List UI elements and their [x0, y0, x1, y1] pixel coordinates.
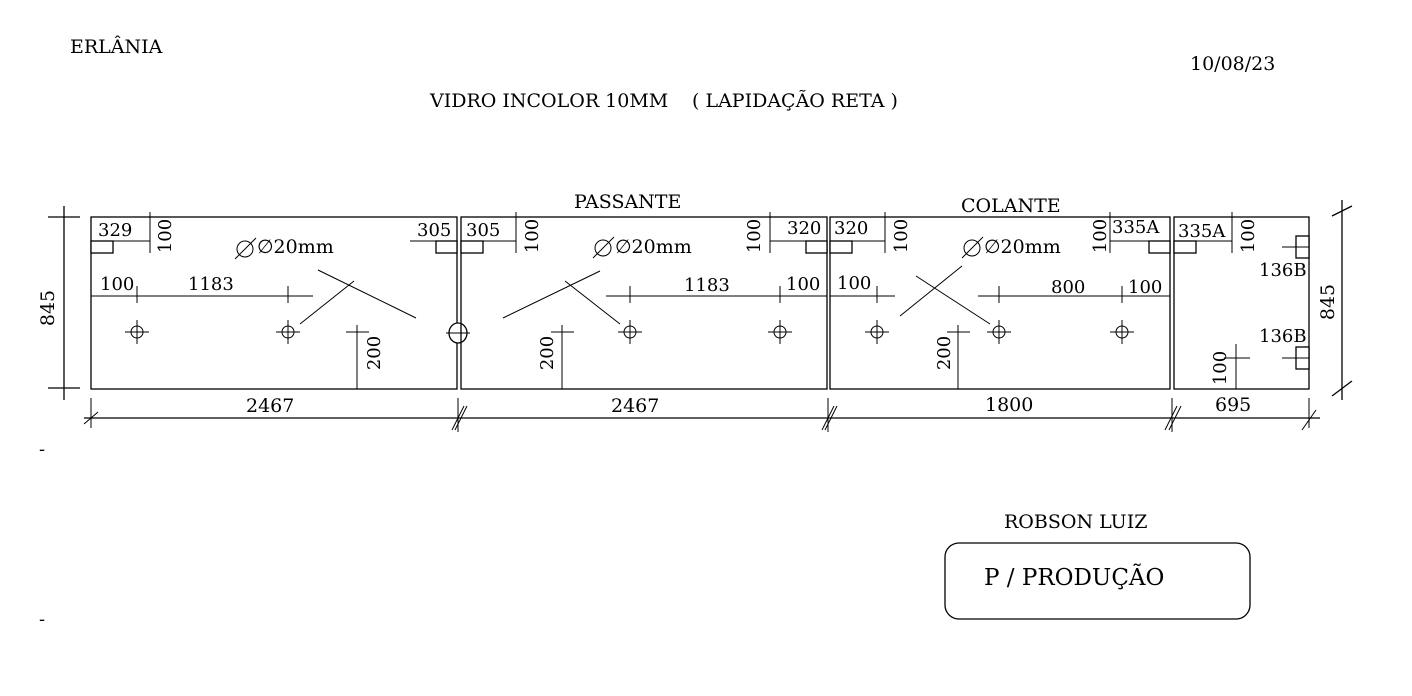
width-label-panel-3: 1800 [985, 394, 1033, 416]
hinge-cutout-right [435, 240, 458, 254]
hole-spacing-label: 1183 [684, 275, 730, 296]
material-spec: VIDRO INCOLOR 10MM [429, 90, 668, 112]
drawing-date: 10/08/23 [1190, 53, 1275, 75]
width-label-panel-2: 2467 [611, 395, 659, 417]
fitting-label-top: 136B [1259, 260, 1307, 281]
hinge-cutout-right [805, 240, 828, 254]
hole-diameter-label: ∅20mm [615, 236, 692, 258]
section-label-colante: COLANTE [961, 195, 1061, 217]
width-dimension-line [83, 398, 1320, 432]
production-stamp-box [944, 542, 1251, 620]
notch-cutout [446, 322, 470, 344]
width-label-panel-1: 2467 [246, 395, 294, 417]
width-label-panel-4: 695 [1215, 394, 1251, 416]
hinge-label-335a: 335A [1112, 217, 1160, 238]
height-label-left: 845 [37, 290, 59, 326]
margin-mark: - [39, 609, 45, 630]
hole-height-label: 200 [934, 336, 955, 370]
diameter-symbol-icon [234, 237, 257, 260]
height-label-right: 845 [1317, 284, 1339, 320]
glass-panel-1: 329 100 305 ∅20mm 100 1183 [90, 212, 458, 390]
hinge-cutout-left [460, 240, 484, 254]
hole-spacing-label: 1183 [188, 274, 234, 295]
fitting-label-bottom: 136B [1259, 326, 1307, 347]
signature-name: ROBSON LUIZ [1004, 511, 1147, 533]
hole-marker [618, 320, 642, 344]
section-label-passante: PASSANTE [574, 191, 681, 213]
edge-distance-label-left: 100 [837, 273, 871, 294]
hinge-cutout-left [829, 240, 853, 254]
hinge-label-305: 305 [417, 220, 451, 241]
hole-marker [125, 320, 149, 344]
hole-marker [1110, 320, 1134, 344]
glass-panel-3: 320 100 100 335A ∅20mm 100 800 100 [829, 212, 1171, 390]
hinge-offset-label: 100 [155, 219, 176, 253]
hinge-label-335a: 335A [1178, 221, 1226, 242]
client-name: ERLÂNIA [70, 35, 163, 58]
hinge-offset-label: 100 [1090, 219, 1111, 253]
edge-distance-label-right: 100 [1128, 277, 1162, 298]
production-stamp-text: P / PRODUÇÃO [984, 563, 1164, 591]
margin-mark: - [39, 439, 45, 460]
finish-spec: ( LAPIDAÇÃO RETA ) [692, 90, 898, 112]
edge-distance-label: 100 [100, 274, 134, 295]
hinge-offset-label: 100 [1238, 219, 1259, 253]
diameter-symbol-icon [592, 236, 615, 259]
diameter-symbol-icon [961, 236, 984, 259]
glass-panel-2: 305 100 100 320 ∅20mm 1183 100 [460, 212, 828, 390]
hinge-cutout-left [1173, 240, 1197, 254]
hole-marker [768, 320, 792, 344]
glass-panel-4: 335A 100 136B 136B 100 [1173, 212, 1310, 390]
hinge-label-329: 329 [98, 220, 132, 241]
hinge-label-320: 320 [787, 218, 821, 239]
hole-height-label: 200 [537, 336, 558, 370]
fitting-offset-label: 100 [1210, 351, 1231, 385]
hinge-cutout-left [90, 240, 114, 254]
hole-marker [987, 320, 1011, 344]
edge-distance-label: 100 [786, 274, 820, 295]
height-dimension-right: 845 [1317, 200, 1353, 400]
hinge-cutout-right [1148, 240, 1171, 254]
hinge-label-305: 305 [466, 220, 500, 241]
hinge-offset-label: 100 [891, 219, 912, 253]
hole-spacing-label: 800 [1051, 277, 1085, 298]
hole-diameter-label: ∅20mm [984, 236, 1061, 258]
hole-height-label: 200 [364, 336, 385, 370]
hinge-label-320: 320 [834, 218, 868, 239]
hinge-offset-label: 100 [522, 219, 543, 253]
hole-marker [865, 320, 889, 344]
height-dimension-left: 845 [37, 206, 80, 400]
hole-marker [276, 320, 300, 344]
hole-diameter-label: ∅20mm [257, 236, 334, 258]
hinge-offset-label: 100 [744, 219, 765, 253]
